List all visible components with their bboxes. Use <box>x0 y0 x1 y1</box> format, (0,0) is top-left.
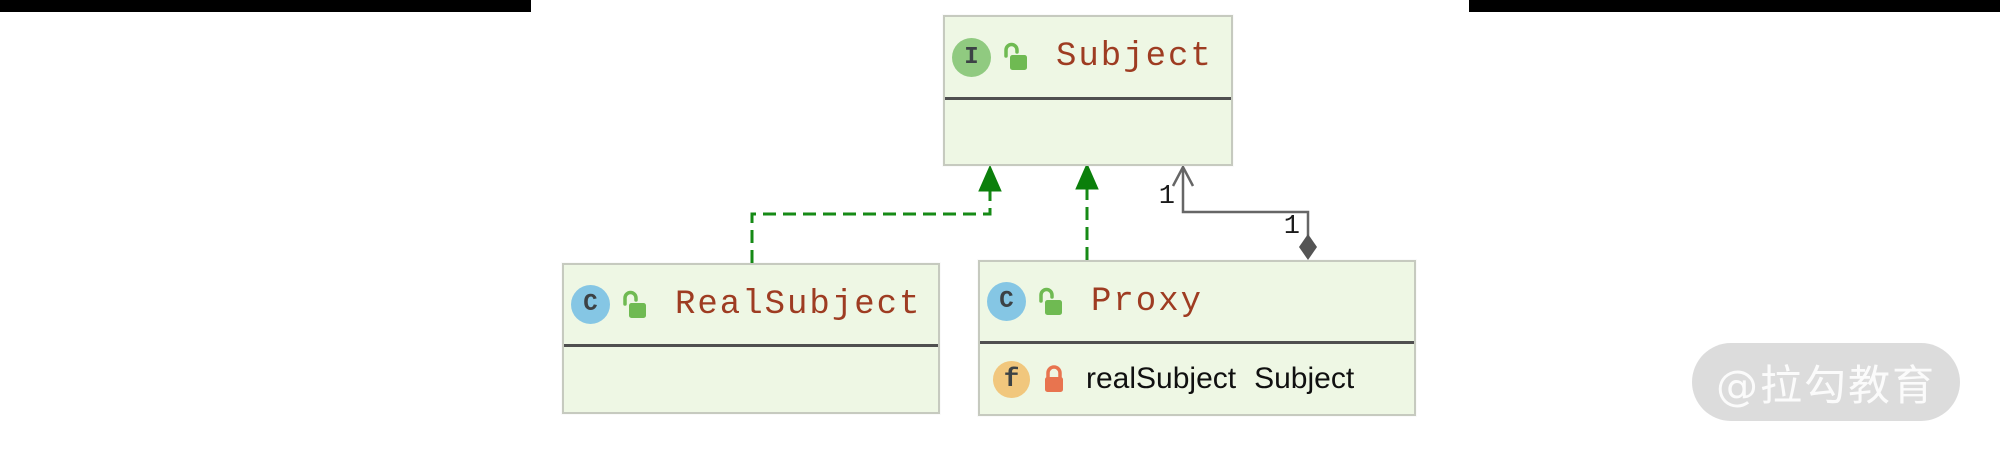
interface-icon-letter: I <box>964 43 979 71</box>
class-header: C Proxy <box>980 262 1414 341</box>
class-icon: C <box>987 282 1026 321</box>
realization-edge-realsubject-subject[interactable] <box>750 164 1002 263</box>
open-lock-icon <box>1039 287 1062 315</box>
realization-arrowhead <box>1075 162 1099 190</box>
class-icon-letter: C <box>999 288 1014 315</box>
class-icon-letter: C <box>583 291 598 318</box>
letterbox-bar-left <box>0 0 531 12</box>
realization-arrowhead <box>978 164 1002 192</box>
multiplicity-label-target: 1 <box>1158 182 1175 212</box>
class-header: C RealSubject <box>564 265 938 344</box>
field-icon: f <box>993 360 1030 398</box>
field-icon-letter: f <box>1003 364 1020 394</box>
multiplicity-label-source: 1 <box>1283 212 1300 242</box>
field-type: Subject <box>1254 362 1355 395</box>
watermark-text: @拉勾教育 <box>1715 360 1936 410</box>
class-name: Proxy <box>1091 282 1204 321</box>
class-header: I Subject <box>945 17 1231 97</box>
compartment-divider <box>980 341 1414 344</box>
uml-class-proxy[interactable]: C Proxy f realSubject Subject <box>978 260 1416 416</box>
letterbox-bar-right <box>1469 0 2000 12</box>
aggregation-diamond <box>1299 234 1317 260</box>
uml-class-subject[interactable]: I Subject <box>943 15 1233 166</box>
interface-icon: I <box>952 37 991 77</box>
uml-class-realsubject[interactable]: C RealSubject <box>562 263 940 414</box>
watermark-badge: @拉勾教育 <box>1692 343 1960 421</box>
class-name: Subject <box>1056 38 1213 76</box>
field-name: realSubject <box>1086 362 1237 395</box>
open-lock-icon <box>623 290 646 318</box>
class-name: RealSubject <box>675 285 922 324</box>
closed-lock-icon <box>1045 365 1063 392</box>
compartment-divider <box>945 97 1231 100</box>
realization-edge-proxy-subject[interactable] <box>1075 162 1099 260</box>
open-arrowhead <box>1171 164 1195 187</box>
compartment-divider <box>564 344 938 347</box>
field-row-realsubject[interactable]: f realSubject Subject <box>980 344 1414 414</box>
class-icon: C <box>571 285 610 324</box>
open-lock-icon <box>1004 42 1027 70</box>
